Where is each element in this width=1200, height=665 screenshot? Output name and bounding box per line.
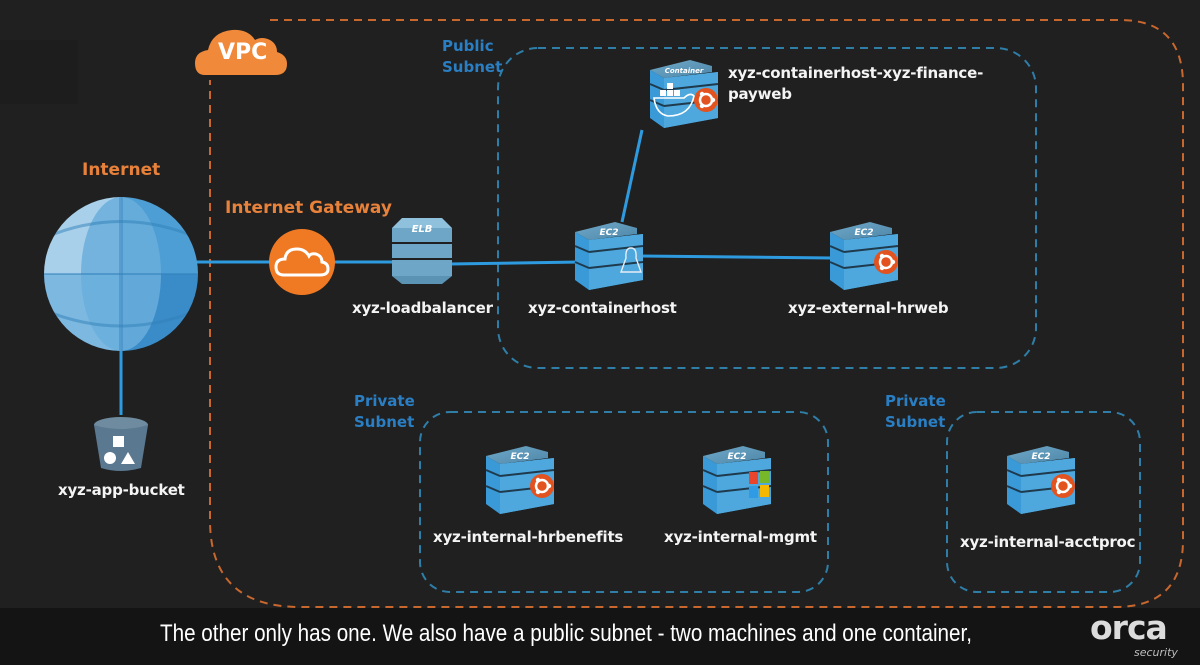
node-badge-text: Container [665,67,704,75]
link-containerhost-hrweb [639,254,833,260]
subnet-label-line1: Private [354,392,415,410]
node-container-icon[interactable]: Container [649,60,719,128]
vpc-boundary [209,19,1184,608]
caption-bar [0,608,1200,665]
node-badge-text: EC2 [727,452,746,462]
video-caption: The other only has one. We also have a p… [160,620,972,647]
node-external-hrweb-icon[interactable]: EC2 [829,222,899,290]
public-subnet-boundary [497,47,1037,369]
node-internal-mgmt-icon[interactable]: EC2 [702,446,772,514]
node-label-external-hrweb[interactable]: xyz-external-hrweb [788,299,949,317]
docker-whale-icon [653,83,695,117]
vpc-cloud-icon [195,29,287,76]
subnet-label-line1: Public [442,37,494,55]
private-subnet-2-label: Private Subnet [885,391,946,433]
private-subnet-1-label: Private Subnet [354,391,415,433]
link-loadbalancer-containerhost [449,260,581,266]
node-internal-acctproc-icon[interactable]: EC2 [1006,446,1076,514]
internet-globe-icon [44,197,198,351]
subnet-label-line2: Subnet [442,58,503,76]
s3-bucket-icon [94,417,148,471]
node-label-container[interactable]: xyz-containerhost-xyz-finance- payweb [728,63,983,105]
node-label-internal-acctproc[interactable]: xyz-internal-acctproc [960,533,1136,551]
private-subnet-1-boundary [419,411,829,593]
node-internal-hrbenefits-icon[interactable]: EC2 [485,446,555,514]
container-label-line1: xyz-containerhost-xyz-finance- [728,64,984,82]
brand-logo: orca security [1090,608,1190,662]
node-badge-text: EC2 [1031,452,1050,462]
ubuntu-logo-icon [530,474,554,498]
subnet-label-line2: Subnet [885,413,946,431]
subnet-label-line1: Private [885,392,946,410]
node-badge-text: EC2 [510,452,529,462]
brand-name: orca [1090,608,1168,647]
ubuntu-logo-icon [694,88,718,112]
ubuntu-logo-icon [874,250,898,274]
container-label-line2: payweb [728,85,792,103]
internet-gateway-icon [269,229,335,295]
elb-badge-text: ELB [412,224,433,235]
brand-tagline: security [1134,646,1178,659]
elb-icon: ELB [392,218,452,284]
private-subnet-2-boundary [946,411,1141,593]
node-label-internal-mgmt[interactable]: xyz-internal-mgmt [664,528,817,546]
subnet-label-line2: Subnet [354,413,415,431]
background-panel [0,40,78,104]
node-containerhost-icon[interactable]: EC2 [574,222,644,290]
node-label-bucket[interactable]: xyz-app-bucket [58,481,185,499]
vpc-badge-label: VPC [218,40,268,65]
node-badge-text: EC2 [854,228,873,238]
windows-logo-icon [749,471,769,498]
internet-gateway-label: Internet Gateway [225,198,392,218]
node-badge-text: EC2 [599,228,618,238]
public-subnet-label: Public Subnet [442,36,502,78]
internet-label: Internet [82,160,161,180]
node-label-internal-hrbenefits[interactable]: xyz-internal-hrbenefits [433,528,624,546]
linux-tux-icon [620,247,642,273]
node-label-containerhost[interactable]: xyz-containerhost [528,299,677,317]
ubuntu-logo-icon [1051,474,1075,498]
node-label-loadbalancer[interactable]: xyz-loadbalancer [352,299,493,317]
link-containerhost-container [620,129,644,223]
